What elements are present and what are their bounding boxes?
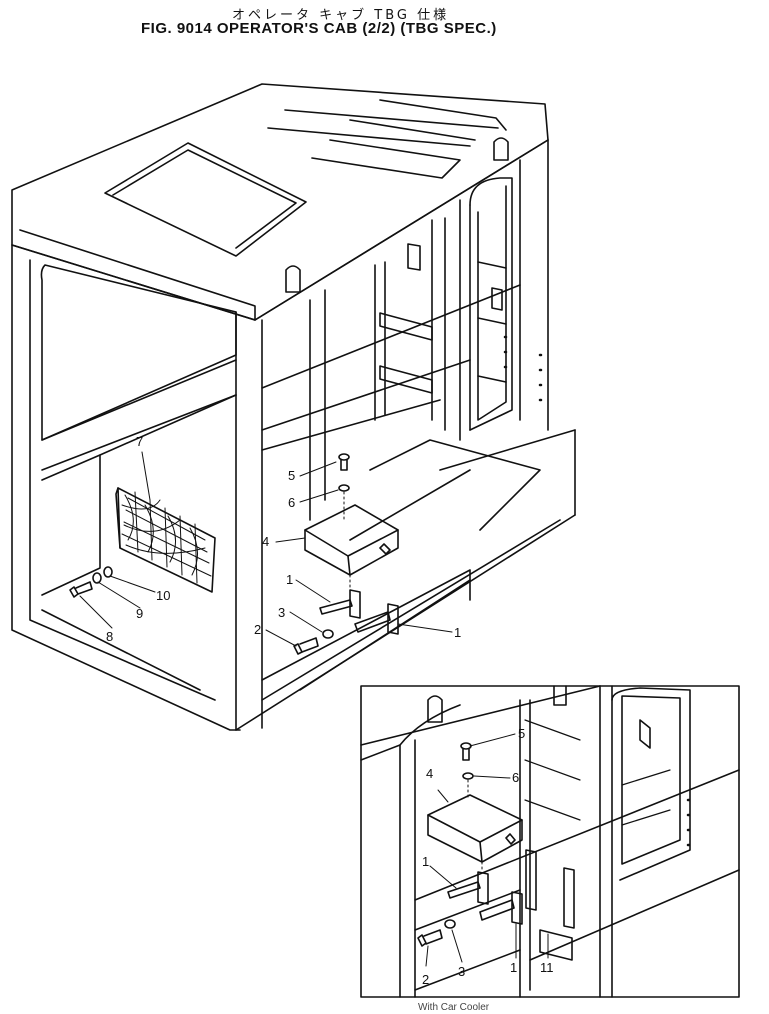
washer-3 [322, 629, 334, 639]
inset-washer-3 [444, 919, 456, 929]
bolt-2 [293, 637, 319, 655]
callout-8: 8 [106, 629, 113, 644]
brackets-1 [319, 574, 399, 635]
washer-9 [92, 572, 102, 584]
inset-leader-lines [425, 733, 549, 967]
inset-callout-4: 4 [426, 766, 433, 781]
inset-brackets-1 [447, 861, 523, 925]
callouts-main: 5 6 4 7 1 3 2 1 8 9 10 [106, 434, 461, 644]
inset-callout-6: 6 [512, 770, 519, 785]
inset-callout-3: 3 [458, 964, 465, 979]
cab-frame [11, 83, 576, 731]
callout-3: 3 [278, 605, 285, 620]
leader-lines [79, 451, 453, 647]
inset-callout-11: 11 [540, 960, 554, 975]
washer-10 [103, 566, 113, 578]
storage-net [115, 487, 216, 593]
inset-bolt-2 [417, 929, 443, 947]
inset-washer-6 [462, 772, 474, 801]
washer-6 [338, 484, 350, 521]
inset-callout-1-right: 1 [510, 960, 517, 975]
inset-plates-11 [525, 849, 575, 961]
callout-1-left: 1 [286, 572, 293, 587]
callout-6: 6 [288, 495, 295, 510]
callout-2: 2 [254, 622, 261, 637]
inset-callout-5: 5 [518, 726, 525, 741]
inset-storage-box [427, 794, 523, 863]
callout-7: 7 [136, 434, 143, 449]
callouts-inset: 5 6 4 1 2 3 1 11 [422, 726, 554, 987]
callout-1-right: 1 [454, 625, 461, 640]
inset-bolt-5 [460, 742, 472, 761]
callout-10: 10 [156, 588, 170, 603]
callout-9: 9 [136, 606, 143, 621]
figure-title: FIG. 9014 OPERATOR'S CAB (2/2) (TBG SPEC… [141, 20, 497, 37]
callout-5: 5 [288, 468, 295, 483]
bolt-5 [338, 453, 350, 471]
inset-caption: With Car Cooler [418, 1002, 490, 1013]
callout-4: 4 [262, 534, 269, 549]
bolt-8 [69, 581, 93, 598]
inset-cab [360, 685, 740, 998]
inset-callout-2: 2 [422, 972, 429, 987]
inset-callout-1-left: 1 [422, 854, 429, 869]
inset-frame [360, 685, 740, 998]
japanese-title: オペレータ キャブ TBG 仕様 [232, 8, 450, 23]
